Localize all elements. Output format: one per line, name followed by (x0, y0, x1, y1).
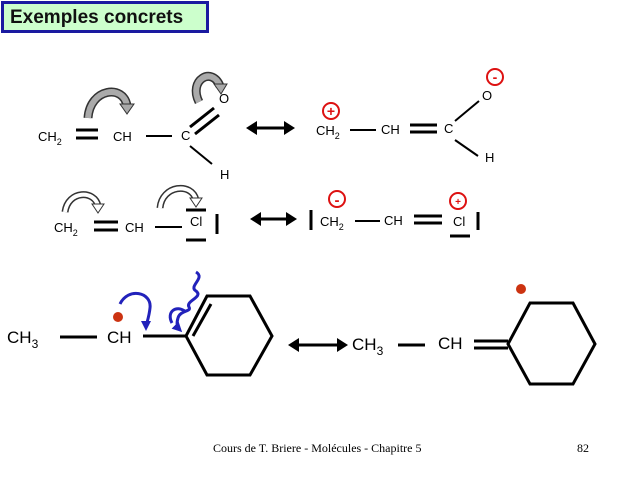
r1l-ch2-label: CH2 (38, 129, 62, 147)
footer-page-number: 82 (577, 441, 589, 455)
r2r-minus-sign: - (335, 192, 340, 209)
r1r-minus-ring (486, 68, 504, 86)
r2l-ch2-label: CH2 (54, 220, 78, 238)
title-box: Exemples concrets (1, 1, 209, 33)
r1r-ch-bond (454, 139, 479, 157)
r1l-curved-arrow-2 (193, 73, 223, 104)
row3-right-molecule: CH3 CH (352, 284, 597, 386)
r3r-radical-dot (516, 284, 526, 294)
r1l-c-label: C (181, 128, 190, 143)
r1l-co-bond-a (189, 106, 215, 129)
footer-course: Cours de T. Briere - Molécules - Chapitr… (213, 441, 422, 455)
r1l-curved-arrow-2-head (213, 83, 228, 95)
r1r-minus-sign: - (493, 69, 498, 85)
r2l-ch-label: CH (125, 220, 144, 235)
r3l-ch3-label: CH3 (7, 328, 39, 351)
r2r-ch2-label: CH2 (320, 214, 344, 232)
row1-right-molecule: + CH2 CH C O - H (316, 68, 504, 165)
r3r-cyclohexane-ring (506, 301, 597, 386)
row1-left-molecule: CH2 CH C O H (38, 71, 229, 182)
r1r-plus-ring (322, 102, 340, 120)
r2l-curved-arrow-1 (63, 192, 100, 213)
r2r-plus-ring (449, 192, 467, 210)
r1r-c-label: C (444, 121, 453, 136)
r1r-o-label: O (482, 88, 492, 103)
r2r-cl-label: Cl (453, 214, 465, 229)
r1r-co-bond (454, 100, 480, 122)
r2l-curved-arrow-2 (158, 186, 198, 209)
row3-left-molecule: CH3 CH (7, 270, 274, 377)
row2-right-molecule: - CH2 CH Cl + (309, 190, 480, 238)
r1l-h-label: H (220, 167, 229, 182)
r1l-ch-bond (189, 145, 213, 165)
r2l-curved-arrow-1-head (91, 203, 105, 214)
r1r-h-label: H (485, 150, 494, 165)
r1l-curved-arrow-1 (85, 89, 130, 119)
r1l-co-bond-b (194, 113, 220, 136)
r3l-radical-dot (113, 312, 123, 322)
r3l-blue-arrow-1 (118, 292, 152, 331)
r1r-plus-sign: + (327, 103, 335, 119)
r3r-ch-label: CH (438, 334, 463, 353)
r2l-curved-arrow-2-head (189, 197, 203, 208)
r1l-o-label: O (219, 91, 229, 106)
r1l-ch-label: CH (113, 129, 132, 144)
r3l-ring-double-bond (191, 303, 213, 337)
r3l-ch-label: CH (107, 328, 132, 347)
row2-left-molecule: CH2 CH Cl (54, 184, 219, 242)
r1l-curved-arrow-1-head (119, 103, 135, 115)
r1r-ch-label: CH (381, 122, 400, 137)
slide-title: Exemples concrets (10, 7, 184, 28)
resonance-arrow-3 (288, 338, 348, 352)
resonance-arrow-2 (250, 212, 297, 226)
resonance-arrow-1 (246, 121, 295, 135)
r2r-plus-sign: + (455, 197, 461, 208)
r2l-cl-label: Cl (190, 214, 202, 229)
r3l-blue-arrow-3 (168, 307, 187, 324)
r2r-minus-ring (328, 190, 346, 208)
r2r-ch-label: CH (384, 213, 403, 228)
r3l-cyclohexene-ring (184, 294, 274, 377)
r3l-blue-arrow-2 (171, 270, 201, 333)
r3r-ch3-label: CH3 (352, 335, 384, 358)
r1r-ch2-label: CH2 (316, 123, 340, 141)
